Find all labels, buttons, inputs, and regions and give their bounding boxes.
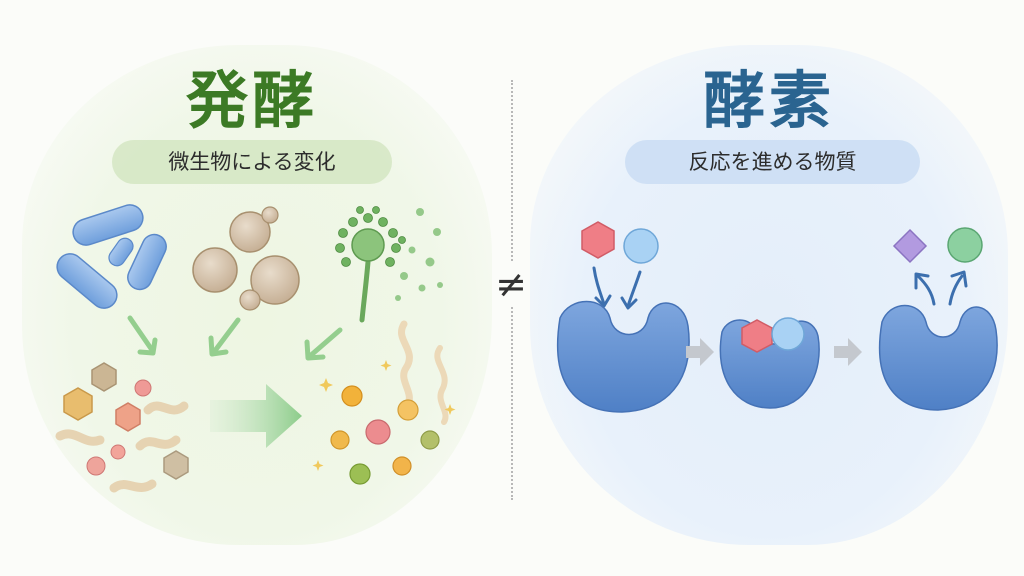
substrate-circle-icon [623,228,659,264]
raw-material-icon [55,362,189,493]
product-circle-icon [947,227,983,263]
bacteria-icon [56,204,167,309]
yeast-icon [192,206,300,311]
step-arrow-icon-2 [834,338,862,366]
enzyme-icon-released [878,304,998,411]
binding-arrow-icons [592,266,642,310]
enzyme-substrate-complex-icon [719,317,820,409]
not-equal-symbol: ≠ [494,262,528,306]
transformation-arrow-icon [210,384,302,448]
step-arrow-icon [686,338,714,366]
substrate-hexagon-icon [581,221,615,259]
enzyme-subtitle: 反応を進める物質 [625,140,920,184]
release-arrow-icons [914,270,968,306]
enzyme-title: 酵素 [702,64,835,137]
microbe-arrow-icons [127,315,343,361]
mold-icon [335,206,443,323]
enzyme-icon [556,300,690,413]
fermentation-title: 発酵 [185,64,318,137]
product-diamond-icon [892,228,928,264]
fermented-product-icon [312,320,456,485]
fermentation-subtitle: 微生物による変化 [112,140,392,184]
